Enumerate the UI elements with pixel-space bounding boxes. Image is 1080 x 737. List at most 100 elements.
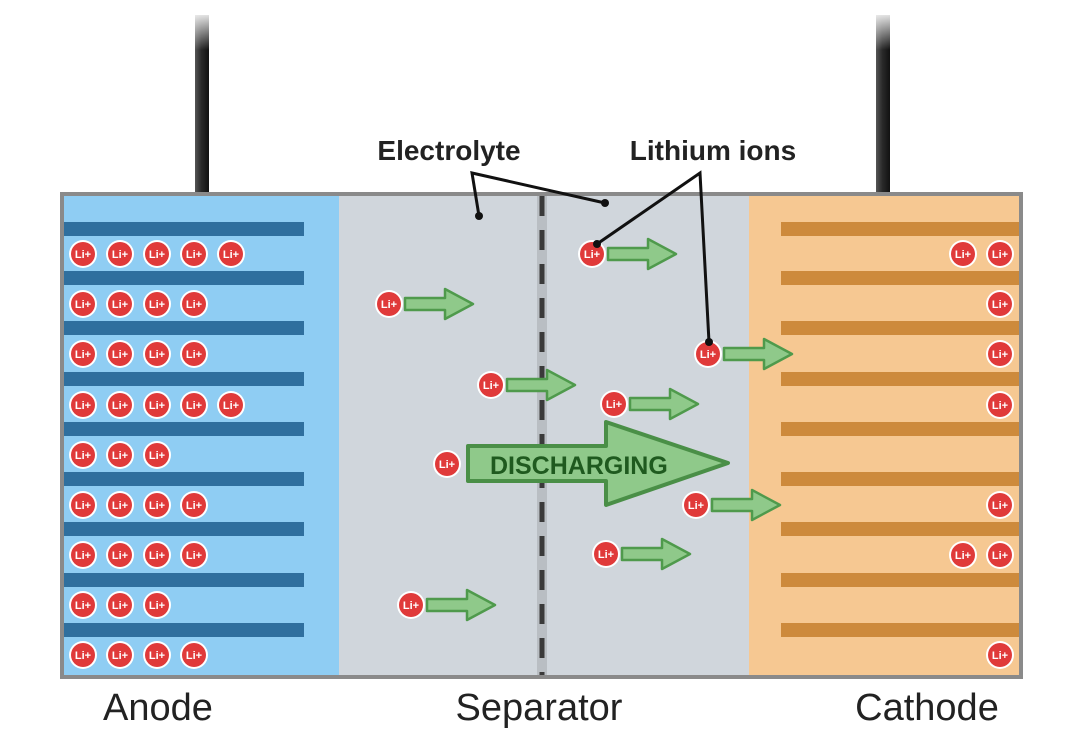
anode-plate — [64, 573, 304, 587]
lithium-ion-label: Li+ — [149, 349, 165, 361]
lithium-ion-label: Li+ — [955, 249, 971, 261]
lithium-ion-label: Li+ — [381, 299, 397, 311]
lithium-ion-label: Li+ — [186, 550, 202, 562]
anode-plate — [64, 422, 304, 436]
electrolyte-callout-lines — [470, 171, 609, 220]
lithium-ion-label: Li+ — [149, 550, 165, 562]
lithium-ion: Li+ — [106, 391, 134, 419]
lithium-ion: Li+ — [143, 491, 171, 519]
lithium-ion: Li+ — [106, 541, 134, 569]
lithium-ion: Li+ — [106, 591, 134, 619]
lithium-ion: Li+ — [986, 641, 1014, 669]
lithium-ion-label: Li+ — [75, 299, 91, 311]
lithium-ion-label: Li+ — [186, 500, 202, 512]
lithium-ion: Li+ — [694, 340, 722, 368]
lithium-ion-label: Li+ — [112, 400, 128, 412]
lithium-ion-label: Li+ — [75, 400, 91, 412]
lithium-ion-label: Li+ — [186, 249, 202, 261]
lithium-ion-label: Li+ — [483, 380, 499, 392]
lithium-ion-label: Li+ — [75, 500, 91, 512]
anode-plate — [64, 372, 304, 386]
lithium-ion: Li+ — [682, 491, 710, 519]
lithium-ion-label: Li+ — [75, 650, 91, 662]
discharging-label: DISCHARGING — [490, 452, 668, 480]
cathode-terminal — [871, 10, 895, 223]
lithium-ion-label: Li+ — [700, 349, 716, 361]
cathode-plate — [781, 623, 1019, 637]
lithium-ion: Li+ — [143, 441, 171, 469]
lithium-ion: Li+ — [397, 591, 425, 619]
separator-label: Separator — [456, 687, 623, 729]
cathode-label: Cathode — [855, 687, 999, 729]
lithium-ion-label: Li+ — [992, 650, 1008, 662]
lithium-ion-label: Li+ — [75, 349, 91, 361]
lithium-ion-label: Li+ — [149, 500, 165, 512]
lithium-ion: Li+ — [180, 541, 208, 569]
lithium-ion-label: Li+ — [186, 349, 202, 361]
discharging-arrow: DISCHARGING — [466, 420, 730, 507]
lithium-ion: Li+ — [180, 340, 208, 368]
lithium-ion: Li+ — [106, 491, 134, 519]
lithium-ion-label: Li+ — [186, 299, 202, 311]
moving-ions: Li+ Li+ Li+ Li+ Li+ Li+ Li+ Li+ Li+ — [375, 237, 794, 622]
cathode-plate — [781, 321, 1019, 335]
lithium-ion: Li+ — [106, 340, 134, 368]
lithium-ion: Li+ — [986, 340, 1014, 368]
lithium-ion-label: Li+ — [112, 650, 128, 662]
lithium-ion-label: Li+ — [149, 450, 165, 462]
electrolyte-label: Electrolyte — [377, 135, 520, 166]
lithium-ion: Li+ — [180, 240, 208, 268]
lithium-ion-label: Li+ — [112, 550, 128, 562]
battery-casing — [60, 192, 1023, 679]
anode-plate — [64, 321, 304, 335]
lithium-ion: Li+ — [106, 290, 134, 318]
lithium-ion: Li+ — [375, 290, 403, 318]
cathode-plate — [781, 271, 1019, 285]
lithium-ion: Li+ — [69, 491, 97, 519]
lithium-ion-label: Li+ — [149, 299, 165, 311]
lithium-ion-label: Li+ — [75, 450, 91, 462]
motion-arrow — [722, 337, 794, 371]
motion-arrow — [628, 387, 700, 421]
lithium-ion-label: Li+ — [149, 249, 165, 261]
lithium-ion: Li+ — [69, 541, 97, 569]
anode-ions: Li+ Li+ Li+ Li+ Li+ Li+ Li+ Li+ Li+ Li+ Li+ Li+ Li+ L… — [69, 240, 245, 669]
lithium-ion: Li+ — [143, 591, 171, 619]
lithium-ion-label: Li+ — [223, 249, 239, 261]
anode-plate — [64, 623, 304, 637]
lithium-ion: Li+ — [106, 641, 134, 669]
motion-arrow — [403, 287, 475, 321]
cathode-plate — [781, 573, 1019, 587]
lithium-ion: Li+ — [180, 491, 208, 519]
lithium-ion: Li+ — [986, 541, 1014, 569]
lithium-ions-callout-lines — [593, 170, 713, 346]
lithium-ion-label: Li+ — [186, 400, 202, 412]
lithium-ion: Li+ — [143, 541, 171, 569]
motion-arrow — [710, 488, 782, 522]
lithium-ion-label: Li+ — [992, 349, 1008, 361]
lithium-ion: Li+ — [433, 450, 461, 478]
lithium-ion: Li+ — [217, 240, 245, 268]
lithium-ion-label: Li+ — [598, 549, 614, 561]
anode-plate — [64, 222, 304, 236]
lithium-ion: Li+ — [69, 641, 97, 669]
lithium-ion: Li+ — [106, 240, 134, 268]
lithium-ion: Li+ — [217, 391, 245, 419]
lithium-ion-label: Li+ — [584, 249, 600, 261]
lithium-ion-label: Li+ — [75, 550, 91, 562]
lithium-ion: Li+ — [180, 290, 208, 318]
anode-plate — [64, 472, 304, 486]
cathode-plates — [781, 222, 1019, 637]
lithium-ion-label: Li+ — [149, 650, 165, 662]
lithium-ion: Li+ — [180, 641, 208, 669]
lithium-ion-label: Li+ — [75, 249, 91, 261]
lithium-ion: Li+ — [477, 371, 505, 399]
lithium-ion-label: Li+ — [606, 399, 622, 411]
lithium-ion-label: Li+ — [992, 500, 1008, 512]
cathode-plate — [781, 222, 1019, 236]
cathode-plate — [781, 372, 1019, 386]
lithium-ion-label: Li+ — [439, 459, 455, 471]
cathode-plate — [781, 522, 1019, 536]
lithium-ion: Li+ — [69, 391, 97, 419]
lithium-ion-label: Li+ — [955, 550, 971, 562]
